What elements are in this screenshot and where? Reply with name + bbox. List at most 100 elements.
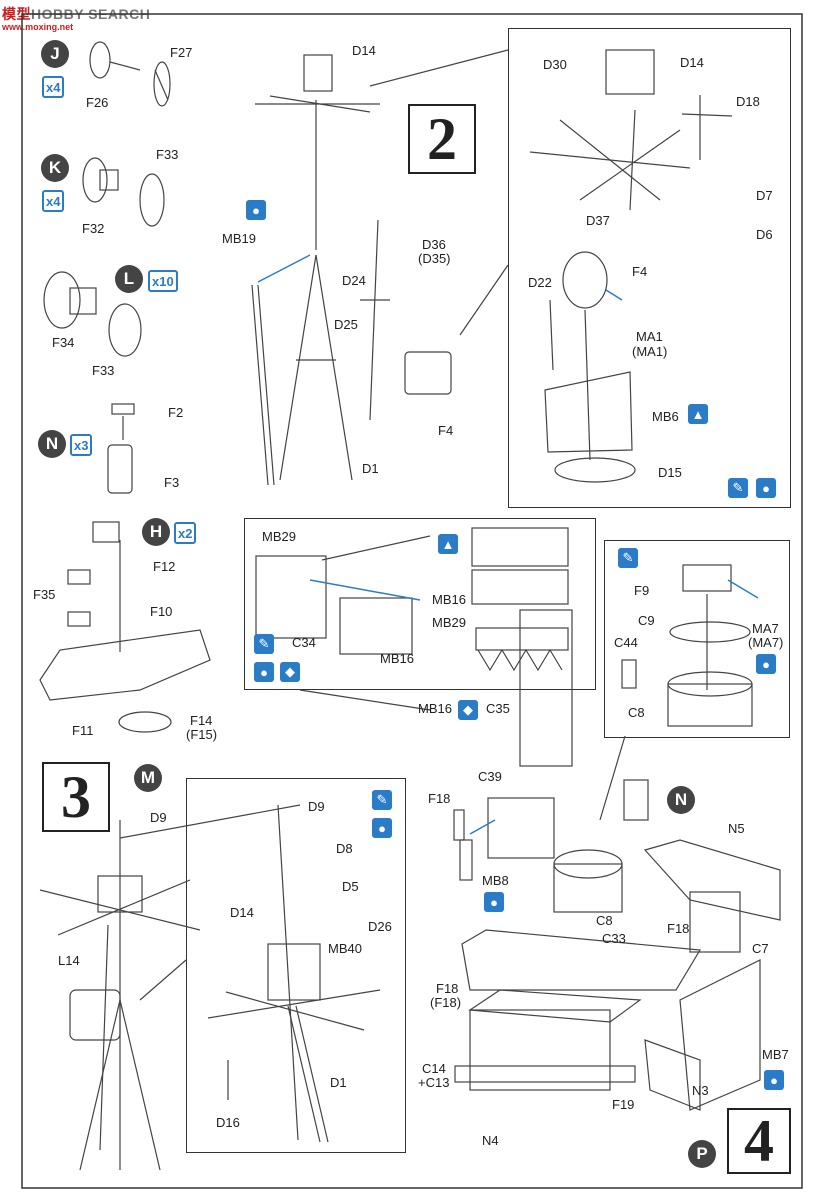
- detail-panel-mast-step3: [186, 778, 406, 1153]
- part-label: MA7: [752, 621, 779, 636]
- part-label: (MA1): [632, 344, 668, 359]
- part-label: D36: [422, 237, 446, 252]
- part-label: F18: [436, 981, 459, 996]
- count-badge-n: x3: [70, 434, 93, 456]
- part-label: D26: [368, 919, 392, 934]
- part-label: C7: [752, 941, 769, 956]
- part-label: C9: [638, 613, 655, 628]
- part-label: F35: [33, 587, 56, 602]
- paint-brush-icon: ✎: [372, 790, 392, 810]
- cement-icon: ●: [484, 892, 504, 912]
- part-label: MB16: [380, 651, 414, 666]
- part-label: F10: [150, 604, 173, 619]
- part-label: D18: [736, 94, 760, 109]
- part-label: D8: [336, 841, 353, 856]
- step-number-4: 4: [727, 1108, 791, 1174]
- part-label: D14: [352, 43, 376, 58]
- part-label: C44: [614, 635, 638, 650]
- part-label: MB16: [418, 701, 452, 716]
- part-label: (MA7): [748, 635, 784, 650]
- part-label: F19: [612, 1097, 635, 1112]
- part-label: MB40: [328, 941, 362, 956]
- part-label: D14: [680, 55, 704, 70]
- part-label: F2: [168, 405, 184, 420]
- step-number-3: 3: [42, 762, 110, 832]
- part-label: F18: [428, 791, 451, 806]
- part-label: N4: [482, 1133, 499, 1148]
- part-label: C14: [422, 1061, 446, 1076]
- part-label: C39: [478, 769, 502, 784]
- part-label: MB29: [262, 529, 296, 544]
- part-label: MA1: [636, 329, 663, 344]
- part-label: D6: [756, 227, 773, 242]
- badge-n-step4: N: [667, 786, 695, 814]
- part-label: D15: [658, 465, 682, 480]
- part-label: C33: [602, 931, 626, 946]
- part-label: (D35): [418, 251, 451, 266]
- part-label: C35: [486, 701, 510, 716]
- detail-panel-mast-top: [508, 28, 791, 508]
- count-badge-j: x4: [42, 76, 65, 98]
- part-label: F27: [170, 45, 193, 60]
- part-label: MB7: [762, 1047, 789, 1062]
- part-label: F14: [190, 713, 213, 728]
- cement-icon: ●: [756, 654, 776, 674]
- cement-icon: ●: [756, 478, 776, 498]
- cement-icon: ●: [254, 662, 274, 682]
- part-label: (F15): [186, 727, 218, 742]
- part-label: F12: [153, 559, 176, 574]
- part-label: MB16: [432, 592, 466, 607]
- part-label: F33: [156, 147, 179, 162]
- part-label: F34: [52, 335, 75, 350]
- symmetry-icon: ◆: [280, 662, 300, 682]
- badge-p: P: [688, 1140, 716, 1168]
- part-label: D30: [543, 57, 567, 72]
- part-label: D9: [308, 799, 325, 814]
- badge-j: J: [41, 40, 69, 68]
- cement-icon: ●: [246, 200, 266, 220]
- part-label: D22: [528, 275, 552, 290]
- part-label: D7: [756, 188, 773, 203]
- part-label: D25: [334, 317, 358, 332]
- part-label: N5: [728, 821, 745, 836]
- paint-brush-icon: ✎: [254, 634, 274, 654]
- part-label: D1: [362, 461, 379, 476]
- badge-h: H: [142, 518, 170, 546]
- part-label: D14: [230, 905, 254, 920]
- part-label: D5: [342, 879, 359, 894]
- part-label: D9: [150, 810, 167, 825]
- part-label: D1: [330, 1075, 347, 1090]
- part-label: F26: [86, 95, 109, 110]
- part-label: F32: [82, 221, 105, 236]
- part-label: (F18): [430, 995, 462, 1010]
- flip-icon: ▲: [688, 404, 708, 424]
- part-label: F33: [92, 363, 115, 378]
- symmetry-icon: ◆: [458, 700, 478, 720]
- part-label: MB19: [222, 231, 256, 246]
- part-label: D16: [216, 1115, 240, 1130]
- watermark-url: www.moxing.net: [2, 22, 74, 32]
- badge-m: M: [134, 764, 162, 792]
- count-badge-l: x10: [148, 270, 178, 292]
- cement-icon: ●: [372, 818, 392, 838]
- part-label: C34: [292, 635, 316, 650]
- paint-brush-icon: ✎: [728, 478, 748, 498]
- badge-n: N: [38, 430, 66, 458]
- part-label: F4: [438, 423, 454, 438]
- detail-panel-searchlight: [604, 540, 790, 738]
- part-label: MB8: [482, 873, 509, 888]
- part-label: MB29: [432, 615, 466, 630]
- part-label: F4: [632, 264, 648, 279]
- badge-l: L: [115, 265, 143, 293]
- flip-icon: ▲: [438, 534, 458, 554]
- part-label: D24: [342, 273, 366, 288]
- cement-icon: ●: [764, 1070, 784, 1090]
- step-number-2: 2: [408, 104, 476, 174]
- part-label: C8: [628, 705, 645, 720]
- paint-brush-icon: ✎: [618, 548, 638, 568]
- part-label: F9: [634, 583, 650, 598]
